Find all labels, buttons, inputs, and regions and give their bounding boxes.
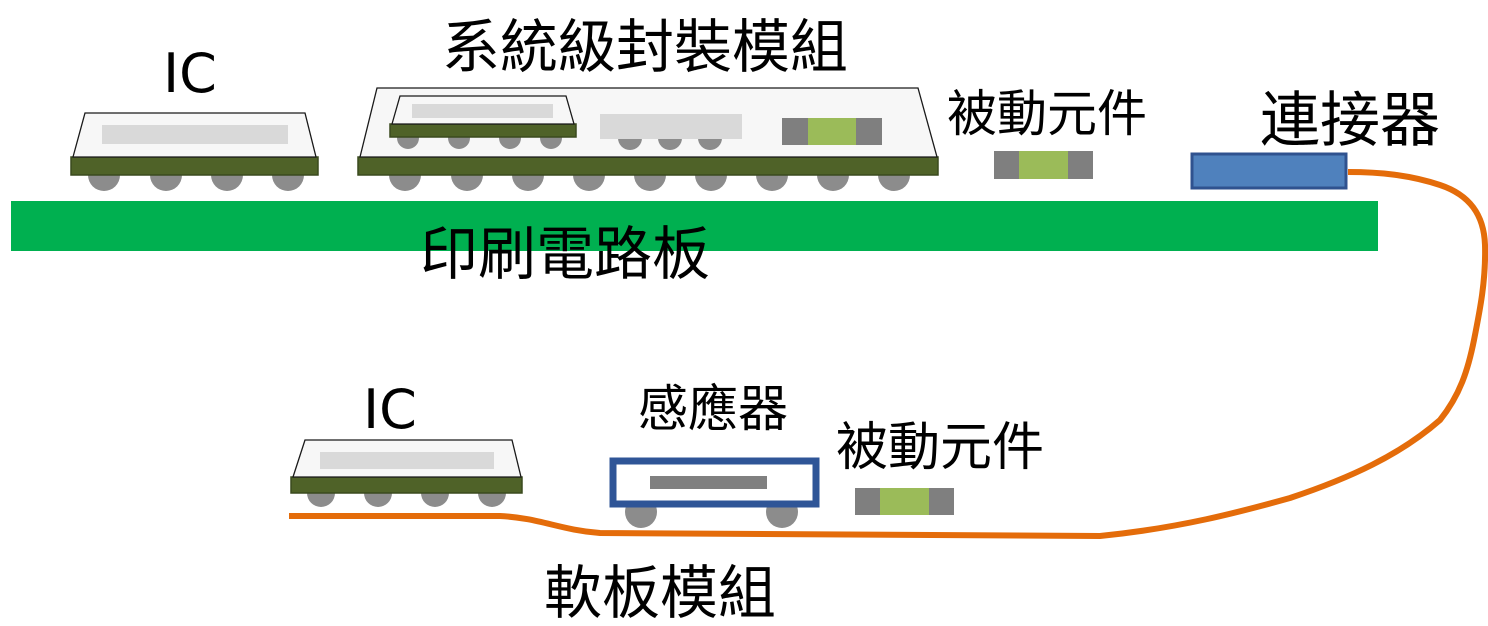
sip-inner-ic — [389, 95, 577, 149]
top-ic-label: IC — [163, 42, 217, 105]
flex-module-label: 軟板模組 — [544, 559, 776, 626]
connector-label: 連接器 — [1260, 86, 1440, 156]
sensor-component — [609, 457, 820, 528]
pcb-board — [11, 201, 1378, 251]
sip-substrate — [357, 156, 939, 176]
sip-inner-passive — [782, 118, 882, 145]
top-ic-package — [70, 112, 319, 191]
top-passive-component — [994, 151, 1093, 179]
pcb-label: 印刷電路板 — [420, 220, 710, 288]
flex-cable — [289, 169, 1488, 539]
sip-module-label: 系統級封裝模組 — [442, 13, 848, 81]
sip-module — [357, 87, 939, 191]
bottom-ic-label: IC — [363, 378, 417, 441]
connector — [1190, 152, 1348, 190]
sensor-label: 感應器 — [638, 380, 788, 438]
top-passive-label: 被動元件 — [947, 85, 1147, 143]
top-ic-substrate — [70, 156, 319, 176]
bottom-passive-label: 被動元件 — [836, 418, 1044, 478]
top-ic-die — [102, 125, 288, 144]
sip-inner-die — [600, 114, 742, 150]
bottom-passive-component — [855, 488, 954, 515]
bottom-ic-package — [290, 439, 523, 507]
